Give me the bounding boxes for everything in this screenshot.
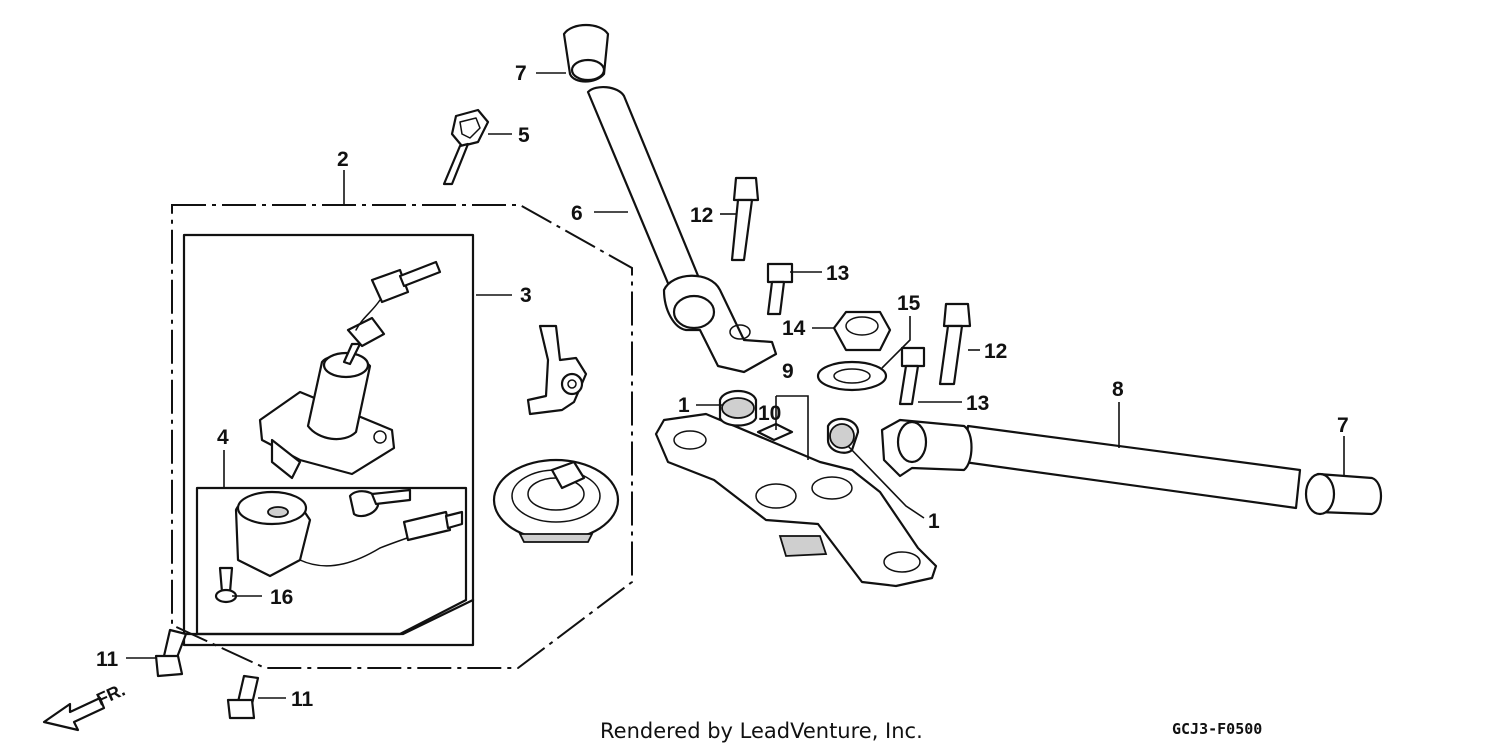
callout-8: 8 (1112, 378, 1124, 401)
callout-labels: 2 7 5 6 3 4 16 11 11 12 13 14 15 12 13 8… (96, 62, 1349, 711)
left-handlebar-part (586, 86, 778, 374)
bolt-12a-part (730, 176, 760, 262)
callout-11-bottom: 11 (291, 688, 314, 711)
screw-16-part (214, 566, 238, 604)
end-weight-7b-part (1304, 472, 1383, 516)
callout-3: 3 (520, 284, 532, 307)
arrow-icon (42, 696, 106, 732)
label-10-part (756, 422, 794, 442)
cap-1a-part (718, 389, 758, 427)
stem-nut-part (832, 310, 892, 352)
diagram-code: GCJ3-F0500 (1172, 720, 1262, 738)
bolt-12b-part (938, 302, 972, 386)
callout-1-left: 1 (678, 394, 690, 417)
bolt-13a-part (766, 262, 794, 316)
cap-1b-part (826, 417, 860, 454)
lock-latch-part (526, 324, 588, 416)
key-part (442, 108, 490, 186)
ignition-switch-part (258, 260, 442, 480)
callout-13-lower: 13 (966, 392, 989, 415)
callout-16: 16 (270, 586, 293, 609)
end-weight-7a-part (562, 23, 610, 83)
callout-12-right: 12 (984, 340, 1007, 363)
lock-cap-part (492, 458, 620, 543)
right-handlebar-part (880, 418, 1302, 510)
callout-5: 5 (518, 124, 530, 147)
callout-9: 9 (782, 360, 794, 383)
bolt-13b-part (898, 346, 926, 406)
callout-11-left: 11 (96, 648, 119, 671)
group-2-outline (171, 204, 633, 669)
bolt-11b-part (226, 674, 260, 720)
callout-15: 15 (897, 292, 921, 315)
callout-13-upper: 13 (826, 262, 849, 285)
top-bridge-part (654, 412, 938, 588)
callout-7-right: 7 (1337, 414, 1349, 437)
washer-part (816, 360, 888, 392)
front-direction-label: FR. (93, 680, 128, 710)
front-direction-arrow: FR. (42, 680, 128, 732)
render-credit: Rendered by LeadVenture, Inc. (600, 719, 923, 743)
callout-2: 2 (337, 148, 349, 171)
callout-6: 6 (571, 202, 583, 225)
callout-14: 14 (782, 317, 806, 340)
leader-lines (126, 72, 1345, 699)
callout-12-left: 12 (690, 204, 713, 227)
callout-4: 4 (217, 426, 229, 449)
bolt-11a-part (154, 628, 188, 678)
group-4-outline (195, 486, 468, 636)
switch-body-part (234, 488, 464, 578)
callout-7-top: 7 (515, 62, 527, 85)
callout-1-right: 1 (928, 510, 940, 533)
callout-10: 10 (758, 402, 781, 425)
